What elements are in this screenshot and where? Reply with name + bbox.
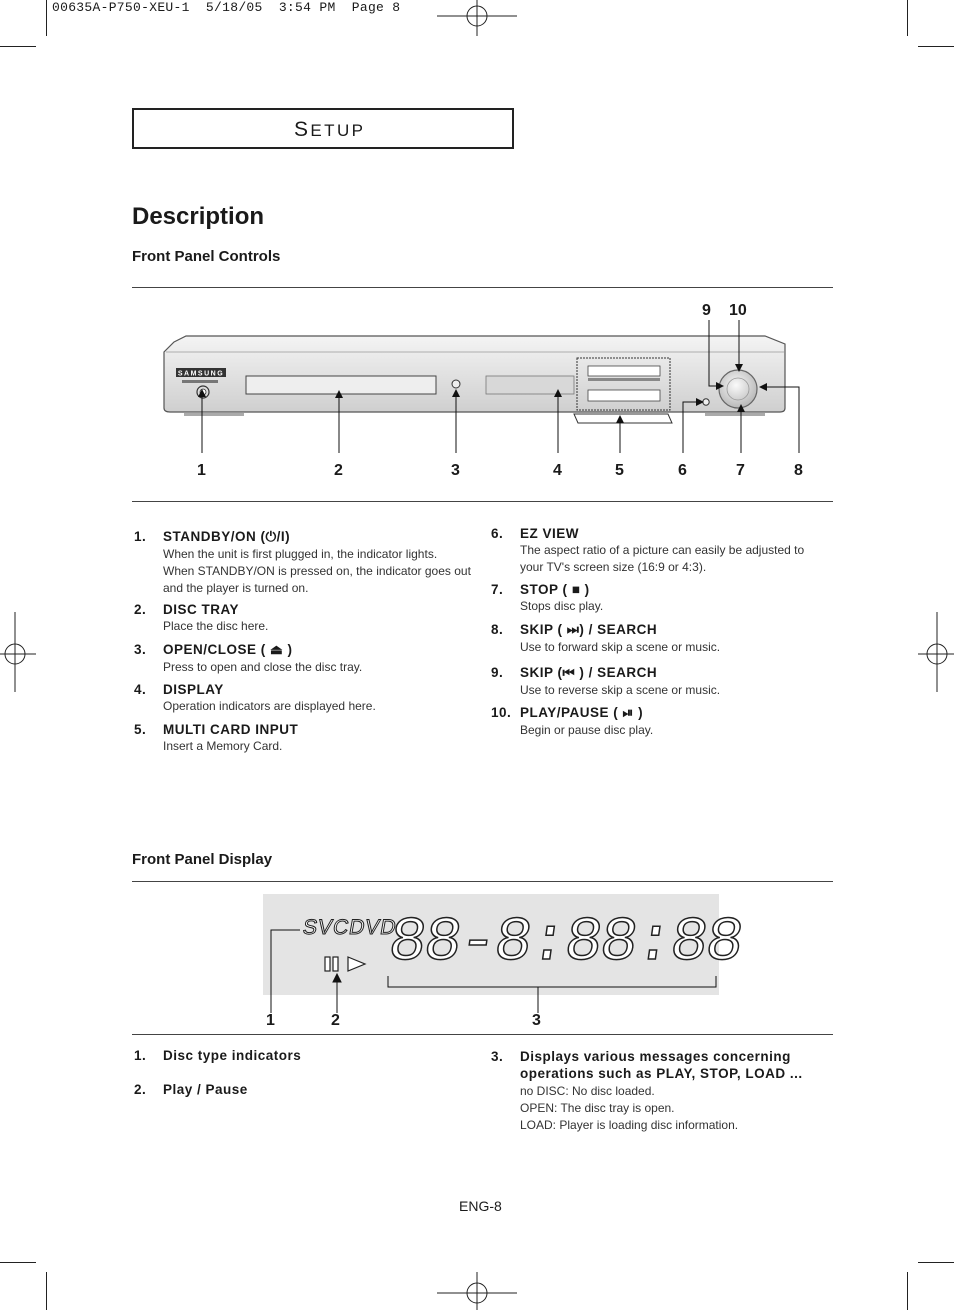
- print-header: 00635A-P750-XEU-1 5/18/05 3:54 PM Page 8: [52, 0, 401, 15]
- control-item: 9.SKIP (⏮ ) / SEARCH Use to reverse skip…: [491, 665, 721, 697]
- display-item: 2.Play / Pause: [134, 1082, 248, 1097]
- callout-2: 2: [334, 462, 343, 479]
- callout-lines: [198, 320, 800, 453]
- crop-mark: [46, 1272, 47, 1310]
- registration-mark-top: [437, 0, 517, 36]
- page-title: Description: [132, 203, 265, 230]
- section-header-box: SETUP: [132, 108, 514, 149]
- control-item: 4.DISPLAY Operation indicators are displ…: [134, 682, 376, 713]
- crop-mark: [918, 1262, 954, 1263]
- divider: [132, 287, 833, 288]
- display-item: 1.Disc type indicators: [134, 1048, 302, 1063]
- callout-1: 1: [197, 462, 206, 479]
- callout-8: 8: [794, 462, 803, 479]
- callout-3: 3: [451, 462, 460, 479]
- control-item: 5.MULTI CARD INPUT Insert a Memory Card.: [134, 722, 299, 753]
- front-display-heading: Front Panel Display: [132, 851, 273, 868]
- display-callout-1: 1: [266, 1012, 275, 1029]
- control-item: 8.SKIP ( ⏭) / SEARCH Use to forward skip…: [491, 622, 721, 654]
- crop-mark: [907, 1272, 908, 1310]
- control-item: 1.STANDBY/ON (⏻/I) When the unit is firs…: [134, 529, 471, 595]
- control-item: 7.STOP ( ■ ) Stops disc play.: [491, 582, 604, 613]
- crop-mark: [907, 0, 908, 36]
- brand-logo: SAMSUNG: [178, 371, 224, 378]
- front-controls-heading: Front Panel Controls: [132, 248, 281, 265]
- play-pause-indicator: [324, 956, 367, 972]
- divider: [132, 501, 833, 502]
- divider: [132, 881, 833, 882]
- display-callout-3: 3: [532, 1012, 541, 1029]
- control-item: 6.EZ VIEW The aspect ratio of a picture …: [491, 526, 805, 574]
- crop-mark: [0, 46, 36, 47]
- callout-4: 4: [553, 462, 562, 479]
- registration-mark-bottom: [437, 1272, 517, 1310]
- divider: [132, 1034, 833, 1035]
- callout-5: 5: [615, 462, 624, 479]
- page-number: ENG-8: [459, 1198, 502, 1214]
- crop-mark: [918, 46, 954, 47]
- control-item: 3.OPEN/CLOSE ( ⏏ ) Press to open and clo…: [134, 642, 363, 674]
- section-title: SETUP: [294, 118, 366, 141]
- callout-7: 7: [736, 462, 745, 479]
- display-item: 3. Displays various messages concerning …: [491, 1049, 803, 1132]
- control-item: 10.PLAY/PAUSE ( ⏯ ) Begin or pause disc …: [491, 705, 654, 737]
- display-callout-lines: [270, 929, 717, 1013]
- crop-mark: [46, 0, 47, 36]
- callout-10: 10: [729, 302, 747, 319]
- control-item: 2.DISC TRAY Place the disc here.: [134, 602, 269, 633]
- callout-9: 9: [702, 302, 711, 319]
- dvd-player-front-illustration: SAMSUNG: [163, 335, 786, 424]
- callout-6: 6: [678, 462, 687, 479]
- crop-mark: [0, 1262, 36, 1263]
- registration-mark-right: [918, 612, 954, 692]
- registration-mark-left: [0, 612, 36, 692]
- display-callout-2: 2: [331, 1012, 340, 1029]
